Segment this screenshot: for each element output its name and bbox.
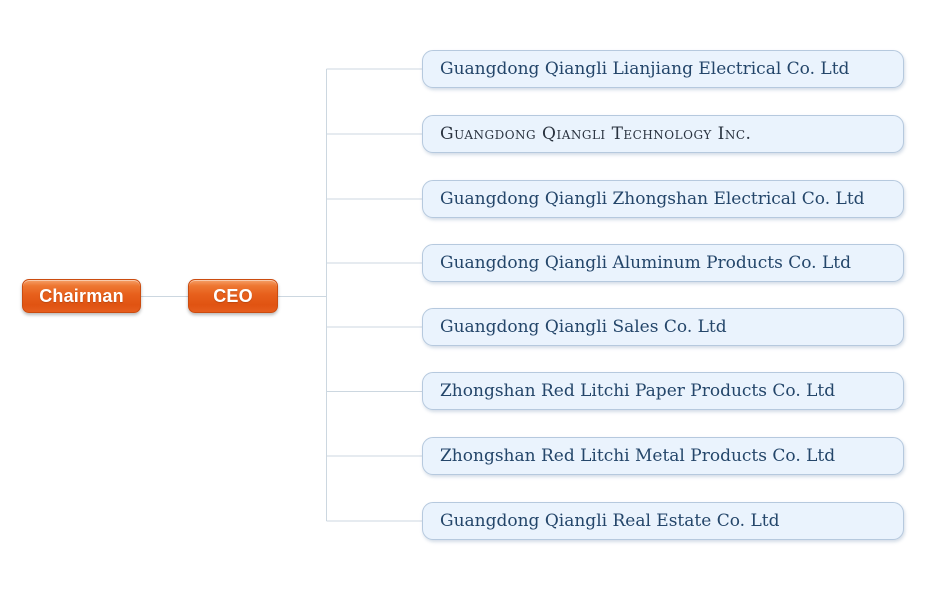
subsidiary-node: Guangdong Qiangli Real Estate Co. Ltd [422, 502, 904, 540]
subsidiary-node: Zhongshan Red Litchi Metal Products Co. … [422, 437, 904, 475]
subsidiary-node: Guangdong Qiangli Aluminum Products Co. … [422, 244, 904, 282]
ceo-label: CEO [213, 285, 253, 306]
subsidiary-label: Guangdong Qiangli Technology Inc. [440, 124, 752, 144]
subsidiary-node: Zhongshan Red Litchi Paper Products Co. … [422, 372, 904, 410]
subsidiary-node: Guangdong Qiangli Technology Inc. [422, 115, 904, 153]
subsidiary-label: Guangdong Qiangli Aluminum Products Co. … [440, 253, 851, 273]
subsidiary-label: Guangdong Qiangli Lianjiang Electrical C… [440, 59, 850, 79]
chairman-label: Chairman [39, 285, 124, 306]
subsidiary-label: Zhongshan Red Litchi Metal Products Co. … [440, 446, 836, 466]
subsidiary-label: Guangdong Qiangli Zhongshan Electrical C… [440, 189, 865, 209]
subsidiary-node: Guangdong Qiangli Zhongshan Electrical C… [422, 180, 904, 218]
ceo-node: CEO [188, 279, 278, 313]
subsidiary-node: Guangdong Qiangli Sales Co. Ltd [422, 308, 904, 346]
subsidiary-label: Guangdong Qiangli Real Estate Co. Ltd [440, 511, 780, 531]
subsidiary-label: Zhongshan Red Litchi Paper Products Co. … [440, 381, 836, 401]
subsidiary-node: Guangdong Qiangli Lianjiang Electrical C… [422, 50, 904, 88]
subsidiary-label: Guangdong Qiangli Sales Co. Ltd [440, 317, 727, 337]
chairman-node: Chairman [22, 279, 141, 313]
